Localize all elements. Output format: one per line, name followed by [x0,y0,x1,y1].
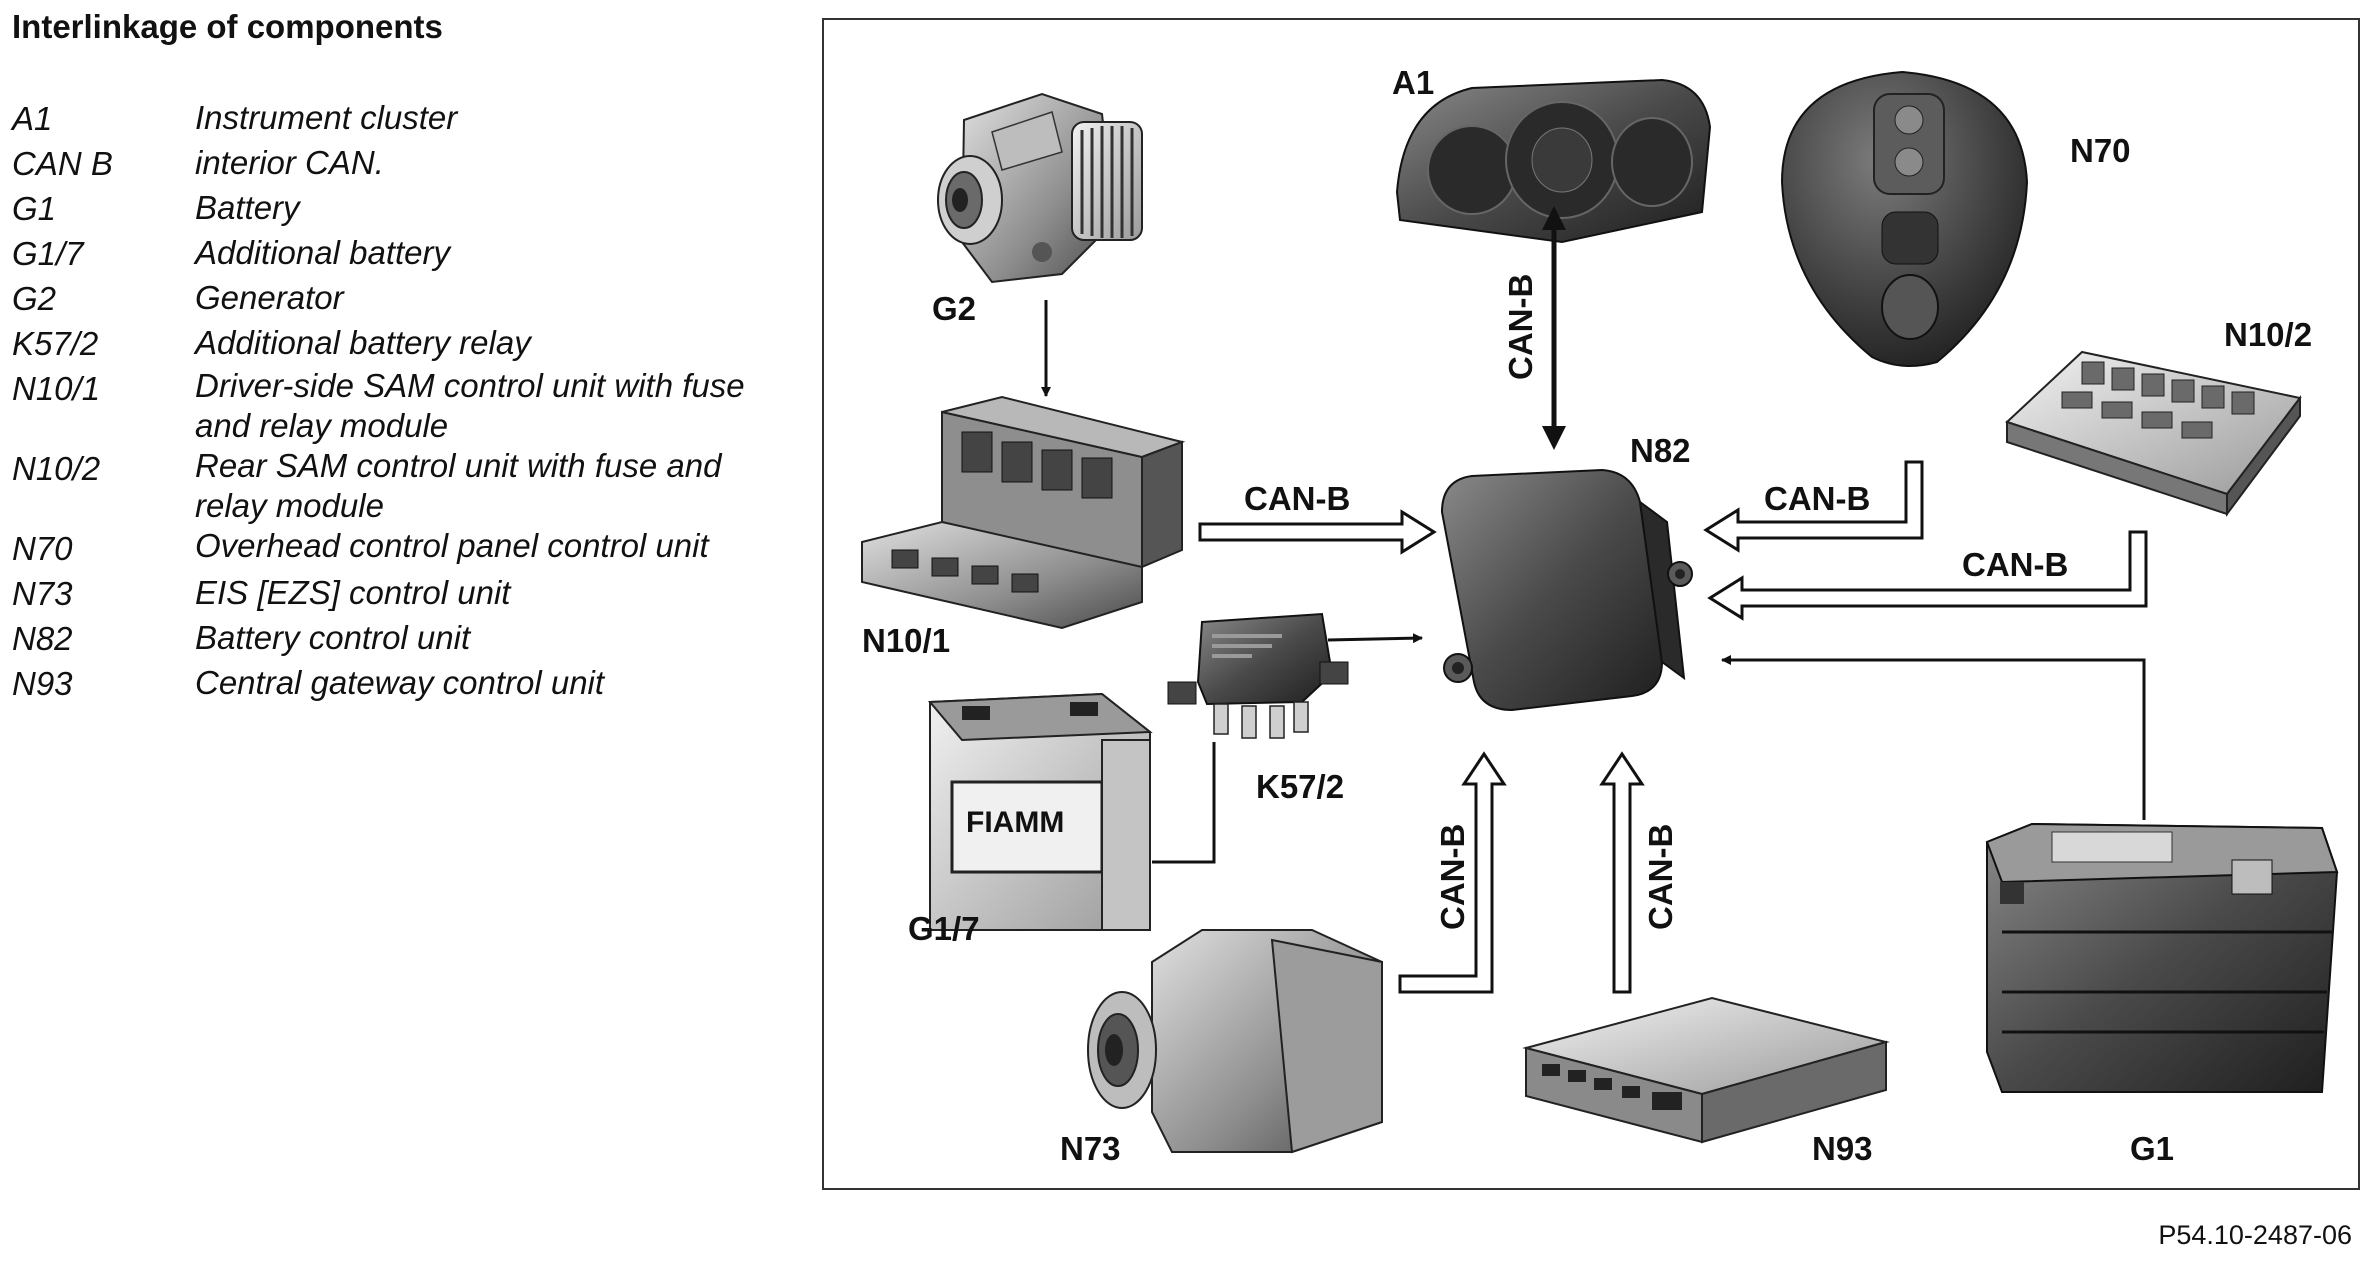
figure-reference: P54.10-2487-06 [2158,1220,2352,1250]
legend-item: N70 Overhead control panel control unit [12,526,752,571]
legend-item: G2 Generator [12,276,752,321]
can-b-connection-n70 [1703,460,1924,553]
legend-item: A1 Instrument cluster [12,96,752,141]
legend-code: CAN B [12,145,113,182]
can-b-label-a1: CAN-B [1502,274,1539,380]
central-gateway-n93-image [1522,996,1890,1144]
can-b-connection-n73 [1398,751,1507,994]
legend-code: N93 [12,665,73,702]
legend-desc: Overhead control panel control unit [195,527,709,564]
label-a1: A1 [1392,64,1434,101]
legend-desc: EIS [EZS] control unit [195,574,511,611]
instrument-cluster-a1-image [1395,78,1712,244]
legend-item: CAN B interior CAN. [12,141,752,186]
can-b-connection-n93 [1599,751,1645,994]
legend-desc: Battery [195,189,300,226]
battery-g1-image [1985,822,2339,1093]
driver-sam-n10-1-image [861,395,1186,630]
label-g1: G1 [2130,1130,2174,1167]
eis-control-unit-n73-image [1087,929,1383,1154]
legend-item: N73 EIS [EZS] control unit [12,571,752,616]
diagram-frame: G2 A1 N70 N10/2 [822,18,2360,1190]
page-title: Interlinkage of components [12,8,443,45]
can-b-connection-n10-2 [1707,530,2148,621]
legend-desc: Central gateway control unit [195,664,605,701]
label-n10-1: N10/1 [862,622,950,659]
legend-desc: Rear SAM control unit with fuse and rela… [195,447,722,524]
legend-code: G1 [12,190,57,227]
interlinkage-diagram: G2 A1 N70 N10/2 [861,64,2339,1167]
legend-item: N82 Battery control unit [12,616,752,661]
can-b-connection-n10-1 [1198,509,1437,555]
legend-code: N10/2 [12,450,101,487]
legend-desc: Additional battery relay [195,324,531,361]
label-g2: G2 [932,290,976,327]
legend-item: G1 Battery [12,186,752,231]
label-n93: N93 [1812,1130,1873,1167]
rear-sam-n10-2-image [2005,350,2302,518]
label-n70: N70 [2070,132,2131,169]
legend-code: A1 [12,100,53,137]
legend-desc: Driver-side SAM control unit with fuse a… [195,367,745,444]
label-n82: N82 [1630,432,1691,469]
connection-a1-n82 [1542,206,1566,450]
legend-code: N10/1 [12,370,101,407]
additional-battery-g1-7-image: FIAMM [927,692,1153,931]
legend-item: G1/7 Additional battery [12,231,752,276]
legend-desc: interior CAN. [195,144,384,181]
legend-item: N10/2 Rear SAM control unit with fuse and… [12,446,752,526]
can-b-label-n73: CAN-B [1434,824,1471,930]
legend-code: G1/7 [12,235,84,272]
can-b-label-n93: CAN-B [1642,824,1679,930]
legend-code: G2 [12,280,57,317]
battery-control-unit-n82-image [1440,468,1693,712]
legend-item: N93 Central gateway control unit [12,661,752,706]
label-g1-7: G1/7 [908,910,980,947]
legend-code: N82 [12,620,73,657]
battery-brand-text: FIAMM [966,806,1064,839]
legend-code: K57/2 [12,325,99,362]
legend-desc: Battery control unit [195,619,471,656]
connection-g1-n82 [1721,655,2146,820]
can-b-label-n10-1: CAN-B [1244,480,1350,517]
legend-desc: Additional battery [195,234,450,271]
legend-code: N73 [12,575,73,612]
overhead-control-panel-n70-image [1780,70,2029,367]
legend-item: N10/1 Driver-side SAM control unit with f… [12,366,752,446]
connection-k57-2-n82 [1327,633,1423,644]
can-b-label-n70: CAN-B [1764,480,1870,517]
generator-g2-image [937,92,1143,284]
label-n73: N73 [1060,1130,1121,1167]
legend-item: K57/2 Additional battery relay [12,321,752,366]
can-b-label-n10-2: CAN-B [1962,546,2068,583]
legend-code: N70 [12,530,73,567]
legend-desc: Generator [195,279,344,316]
battery-relay-k57-2-image [1167,612,1349,739]
legend-desc: Instrument cluster [195,99,458,136]
label-k57-2: K57/2 [1256,768,1344,805]
label-n10-2: N10/2 [2224,316,2312,353]
wire-g1-7-k57-2 [1152,742,1216,864]
